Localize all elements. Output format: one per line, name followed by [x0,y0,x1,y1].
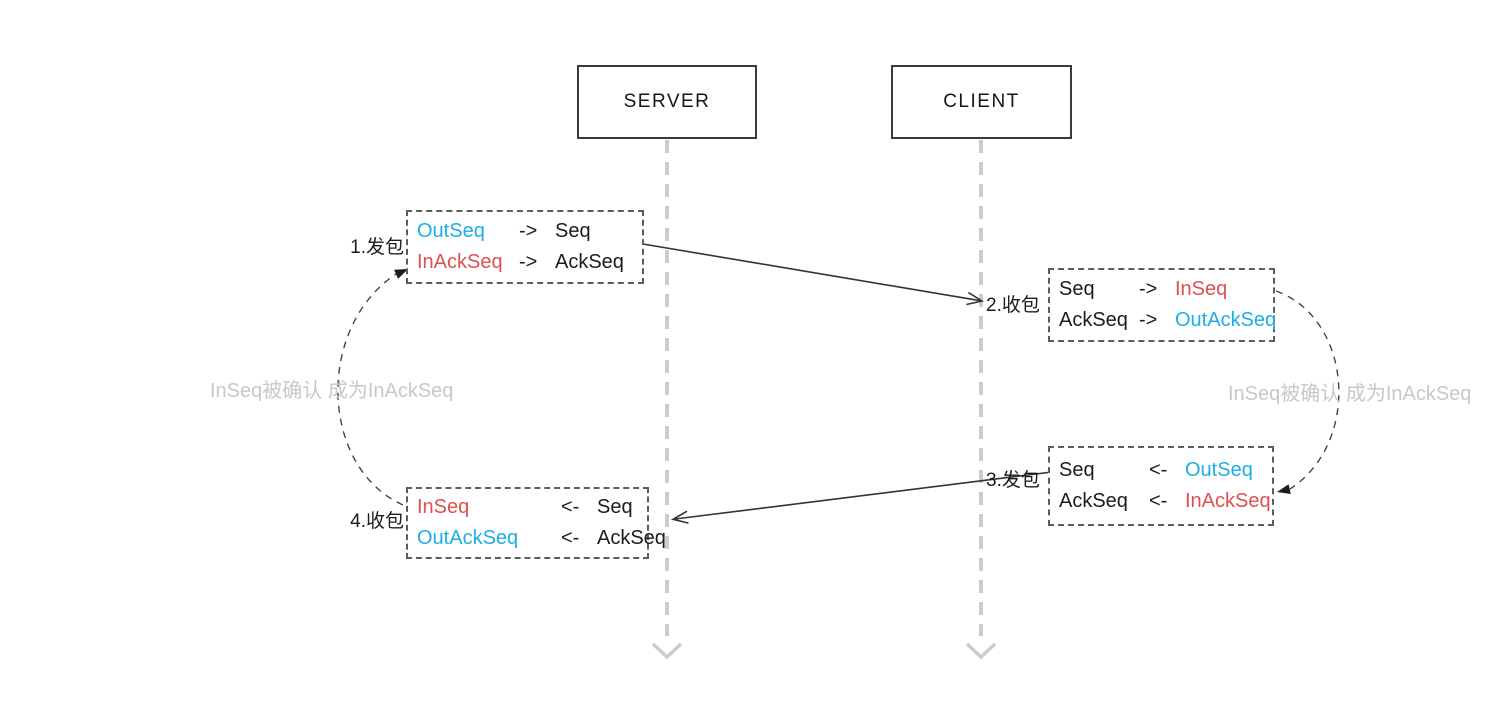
mapping-row: InAckSeq -> AckSeq [417,247,633,278]
term-ackseq: AckSeq [1059,309,1128,331]
step-2-label: 2.收包 [986,295,1040,316]
term-seq: Seq [555,220,591,242]
client-lifeline-arrow-icon [965,642,997,660]
actor-server-label: SERVER [623,91,711,112]
confirm-note-right: InSeq被确认 成为InAckSeq [1228,383,1472,405]
actor-client-label: CLIENT [943,91,1020,112]
map-op: -> [1139,309,1158,331]
actor-server-box: SERVER [577,65,757,139]
map-op: <- [561,527,580,549]
inseq-confirm-curve-left-arrowhead-icon [394,269,408,279]
step-1-box: OutSeq -> Seq InAckSeq -> AckSeq [406,210,644,284]
inseq-confirm-curve-left [337,273,404,506]
map-op: <- [561,496,580,518]
term-inseq: InSeq [417,496,470,518]
term-ackseq: AckSeq [1059,490,1128,512]
inseq-confirm-curve-right-arrowhead-icon [1277,484,1291,494]
term-seq: Seq [1059,459,1095,481]
term-seq: Seq [1059,278,1095,300]
step-3-box: Seq <- OutSeq AckSeq <- InAckSeq [1048,446,1274,526]
step-1-label: 1.发包 [350,237,404,258]
term-seq: Seq [597,496,633,518]
map-op: -> [519,251,538,273]
term-outackseq: OutAckSeq [417,527,519,549]
message-arrow-3-head-icon [670,510,689,524]
step-3-label: 3.发包 [986,470,1040,491]
step-4-box: InSeq <- Seq OutAckSeq <- AckSeq [406,487,666,559]
term-inackseq: InAckSeq [1185,490,1271,512]
mapping-row: InSeq <- Seq [417,492,638,523]
term-inackseq: InAckSeq [417,251,503,273]
map-op: -> [1139,278,1158,300]
term-ackseq: AckSeq [597,527,666,549]
term-ackseq: AckSeq [555,251,624,273]
mapping-row: Seq -> InSeq [1059,274,1264,305]
term-outackseq: OutAckSeq [1175,309,1277,331]
message-arrow-3 [674,471,1049,520]
term-outseq: OutSeq [417,220,485,242]
step-2-box: Seq -> InSeq AckSeq -> OutAckSeq [1048,268,1276,342]
map-op: -> [519,220,538,242]
mapping-row: OutAckSeq <- AckSeq [417,523,666,554]
map-op: <- [1149,459,1168,481]
message-arrow-1 [642,243,982,302]
confirm-note-left: InSeq被确认 成为InAckSeq [210,380,454,402]
term-inseq: InSeq [1175,278,1228,300]
mapping-row: AckSeq -> OutAckSeq [1059,305,1276,336]
step-4-label: 4.收包 [350,511,404,532]
server-lifeline-arrow-icon [651,642,683,660]
message-arrow-1-head-icon [966,291,985,306]
actor-client-box: CLIENT [891,65,1072,139]
map-op: <- [1149,490,1168,512]
term-outseq: OutSeq [1185,459,1253,481]
mapping-row: Seq <- OutSeq [1059,455,1263,486]
mapping-row: OutSeq -> Seq [417,216,633,247]
mapping-row: AckSeq <- InAckSeq [1059,486,1271,517]
inseq-confirm-curve-right [1275,290,1340,490]
